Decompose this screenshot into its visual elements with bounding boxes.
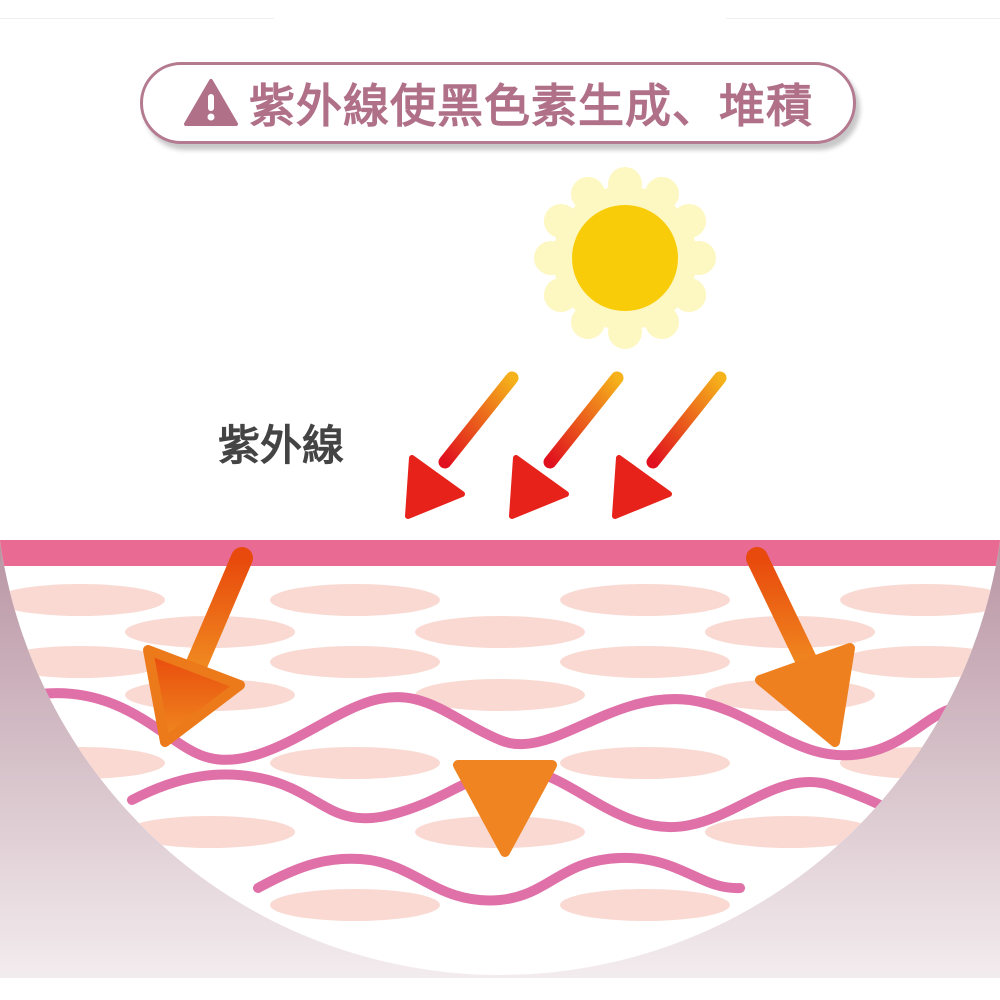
penetrating-arrow-right (746, 547, 855, 747)
skin-cell (560, 889, 730, 921)
uv-label: 紫外線 (218, 421, 345, 470)
uv-ray-arrows (405, 371, 727, 519)
skin-cell (705, 816, 875, 848)
magnified-circle (0, 0, 1000, 975)
skin-cell (270, 747, 440, 779)
skin-cell (0, 646, 165, 678)
sun-icon (534, 167, 716, 349)
skin-cell (0, 584, 165, 616)
skin-cell (270, 646, 440, 678)
warning-triangle-icon (184, 79, 238, 126)
skin-cell (560, 584, 730, 616)
skin-cell (560, 747, 730, 779)
title-banner: 紫外線使黑色素生成、堆積 (140, 62, 856, 144)
skin-cell (125, 816, 295, 848)
uv-penetration-arrows (143, 547, 855, 857)
penetrating-arrow-center (453, 554, 557, 857)
skin-cell (270, 889, 440, 921)
skin-cell (270, 584, 440, 616)
skin-cell (560, 646, 730, 678)
title-text: 紫外線使黑色素生成、堆積 (249, 79, 813, 133)
fiber-3 (253, 852, 745, 906)
uv-ray-arrow-3 (612, 371, 727, 519)
penetrating-arrow-left (143, 547, 253, 747)
uv-ray-arrow-1 (405, 371, 519, 519)
skin-cell (840, 584, 1000, 616)
uv-ray-arrow-2 (509, 371, 624, 519)
